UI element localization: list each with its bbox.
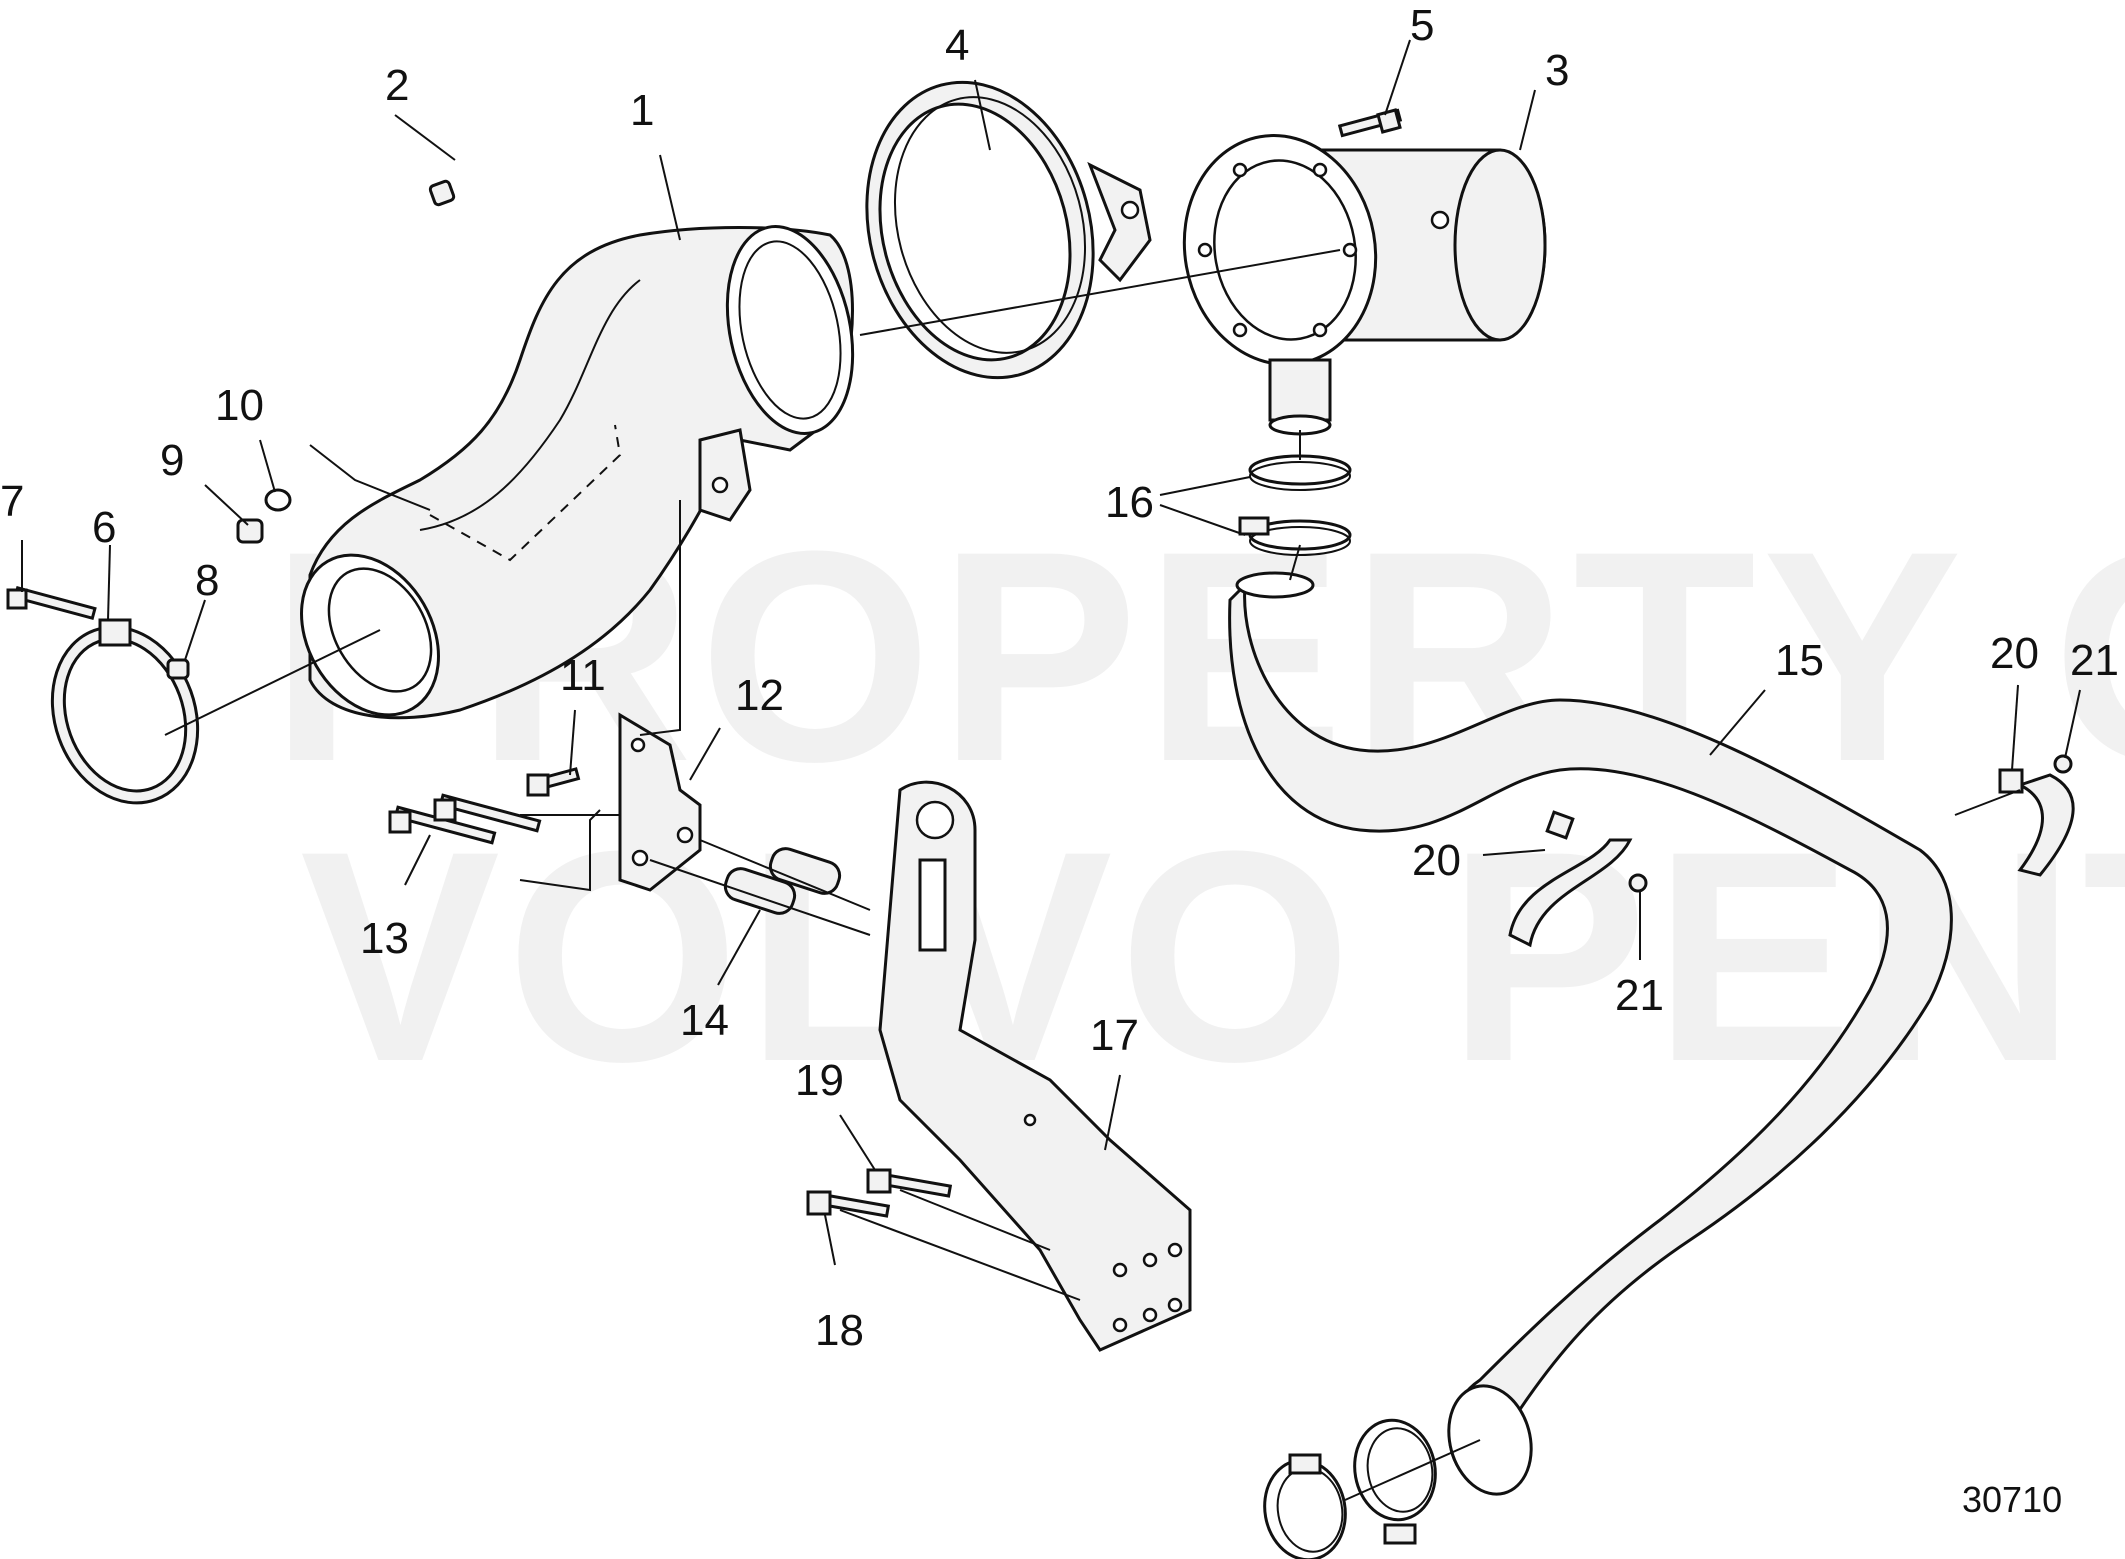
hose-clamps-upper-part [1238,454,1352,556]
callout-18: 18 [815,1306,864,1355]
callout-14: 14 [680,996,729,1045]
callout-7: 7 [0,477,24,526]
callout-8: 8 [195,556,219,605]
bolt-part [1337,108,1403,138]
callout-13: 13 [360,914,409,963]
callout-4: 4 [945,21,969,70]
leader-lines [21,39,2081,1501]
bracket-bolts-part [806,1168,953,1218]
callout-3: 3 [1545,46,1569,95]
hose-clamps-lower-part [1263,1418,1437,1559]
callout-16: 16 [1105,478,1154,527]
callout-9: 9 [160,436,184,485]
adapter-part [1182,134,1547,436]
callout-2: 2 [385,61,409,110]
callout-10: 10 [215,381,264,430]
figure-number: 30710 [1962,1479,2062,1520]
bracket-plate-part [618,712,702,892]
callout-17: 17 [1090,1011,1139,1060]
exhaust-hose-part [1228,571,1953,1496]
callout-5: 5 [1410,1,1434,50]
callout-1: 1 [630,86,654,135]
callout-20-right: 20 [1990,629,2039,678]
v-clamp-part [50,618,200,805]
spacer-tubes-part [723,847,842,915]
pipe-clips-part [1508,754,2075,948]
callout-21-left: 21 [1615,971,1664,1020]
plug-part [428,179,456,207]
callout-6: 6 [92,503,116,552]
callout-20-left: 20 [1412,836,1461,885]
bellows-part [865,80,1152,380]
small-fasteners [6,488,292,680]
callout-labels: 1 2 3 4 5 6 7 8 9 10 11 12 13 14 15 16 1… [0,1,2119,1355]
callout-12: 12 [735,671,784,720]
callout-21-right: 21 [2070,636,2119,685]
callout-15: 15 [1775,636,1824,685]
long-bolts-part [388,793,542,845]
bracket-bolt-part [526,767,581,797]
callout-19: 19 [795,1056,844,1105]
callout-11: 11 [560,651,606,700]
support-bracket-part [878,780,1192,1352]
